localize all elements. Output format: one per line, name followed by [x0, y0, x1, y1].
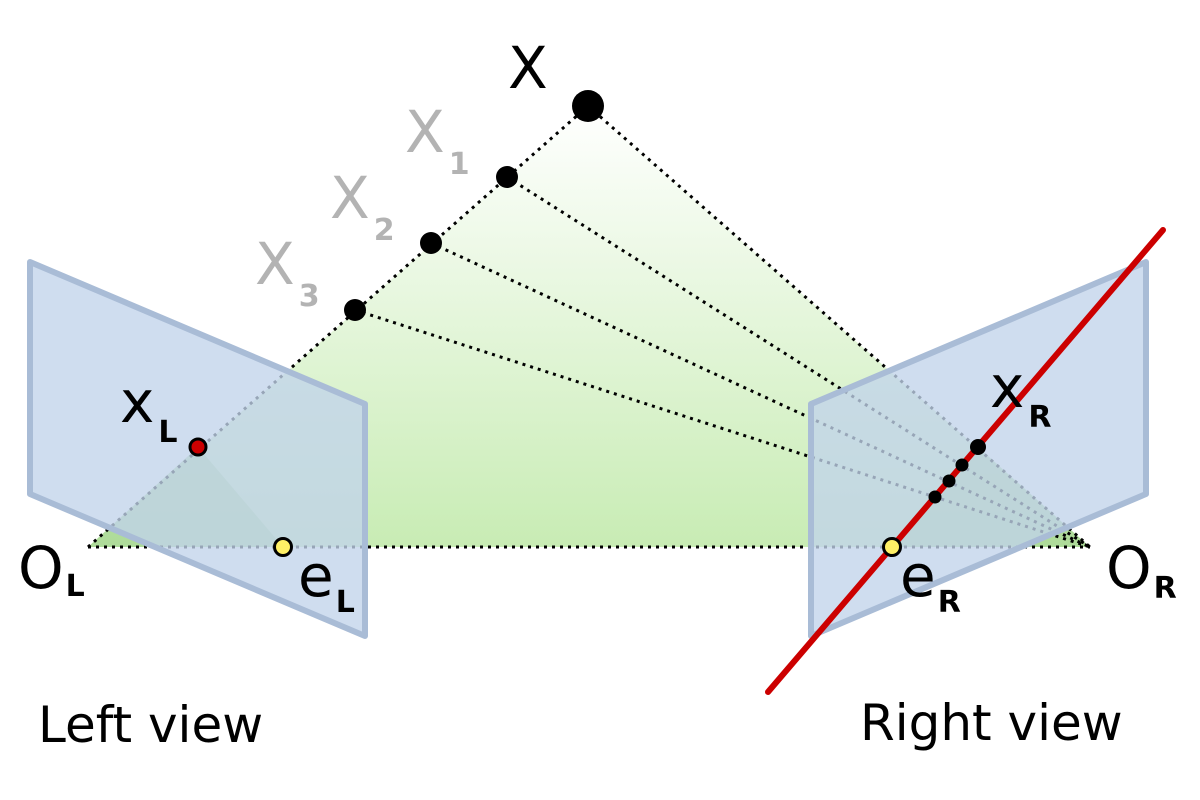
ray-x1-or	[506, 175, 1091, 549]
el-epipole	[273, 537, 293, 557]
label-x: X	[508, 34, 548, 102]
label-er: eR	[900, 542, 961, 620]
xr-point	[970, 439, 986, 455]
label-ol: OL	[18, 534, 85, 604]
ray-x2-or	[430, 241, 1091, 549]
caption-left-view: Left view	[38, 696, 263, 754]
label-or: OR	[1106, 534, 1177, 606]
x3-point	[344, 299, 366, 321]
x1-point	[496, 166, 518, 188]
caption-right-view: Right view	[860, 694, 1123, 752]
x3-projection-point	[928, 490, 942, 504]
x-point	[572, 90, 604, 122]
label-el: eL	[298, 542, 355, 620]
er-epipole	[882, 537, 902, 557]
x2-point	[420, 232, 442, 254]
xl-point	[188, 437, 208, 457]
ray-x3-or	[354, 308, 1091, 549]
x1-projection-point	[955, 458, 969, 472]
x2-projection-point	[942, 474, 956, 488]
